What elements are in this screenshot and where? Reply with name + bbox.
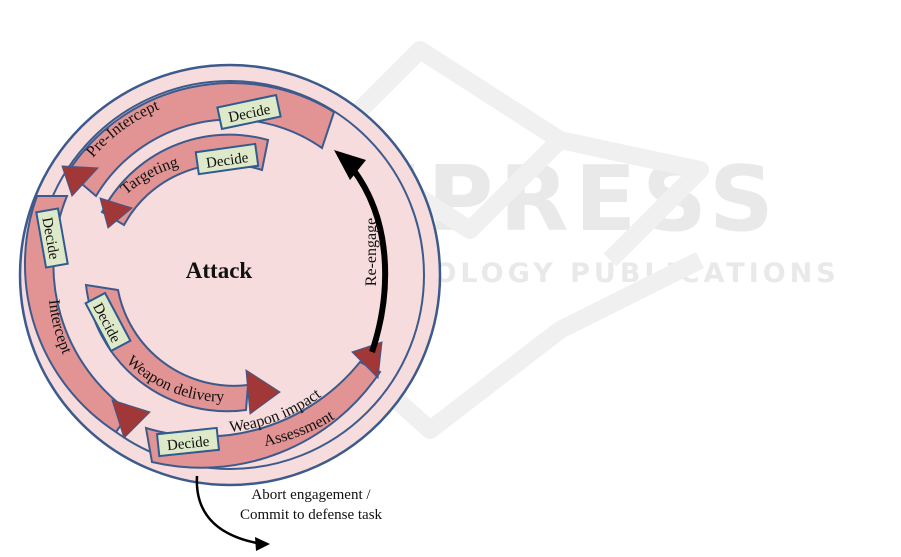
reengage-label: Re-engage [363, 218, 380, 286]
abort-arrowhead [255, 537, 270, 551]
abort-label-line2: Commit to defense task [240, 507, 383, 523]
attack-title: Attack [186, 258, 253, 283]
abort-arrow: Abort engagement / Commit to defense tas… [197, 476, 383, 551]
abort-label-line1: Abort engagement / [251, 487, 371, 503]
